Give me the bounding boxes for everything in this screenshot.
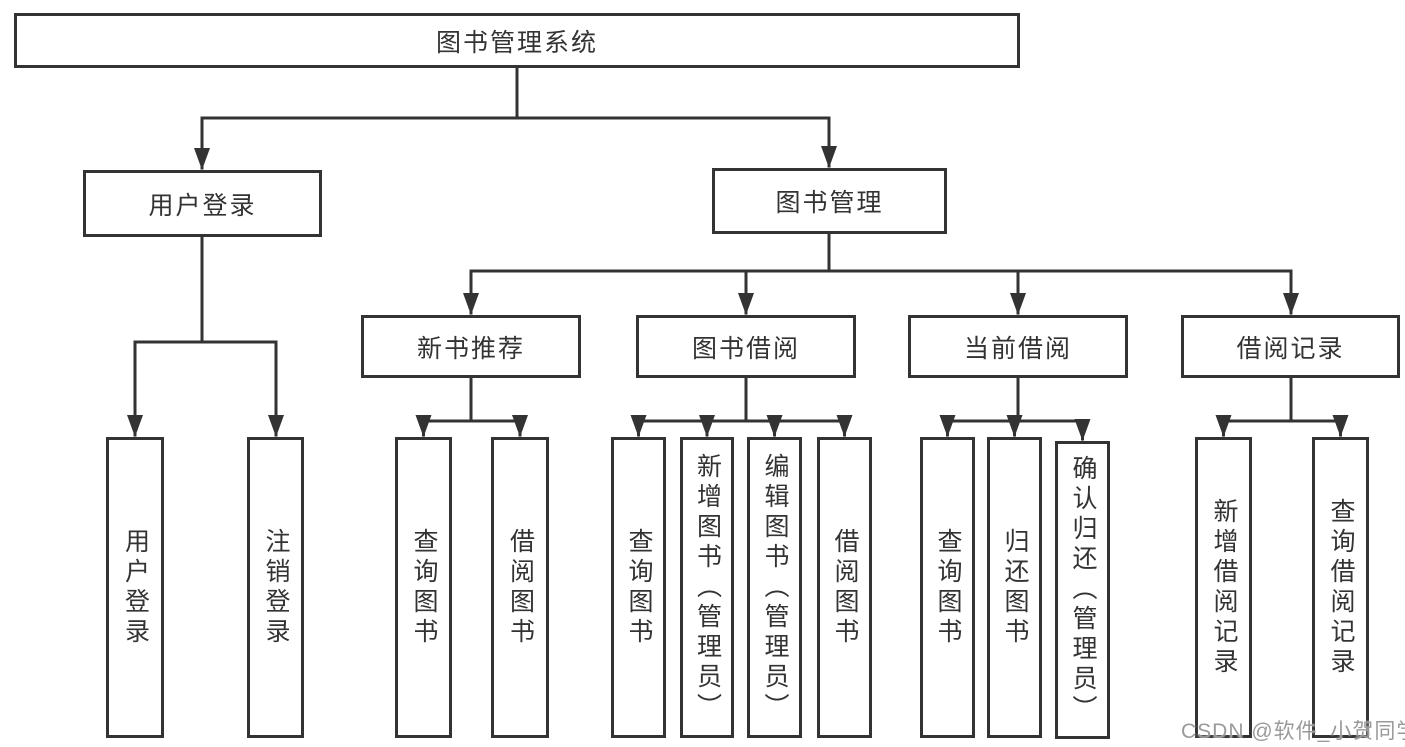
leaf-query-books-current: 查询图书 (920, 437, 975, 738)
leaf-query-books-current-label: 查询图书 (934, 527, 962, 648)
node-current-borrow-label: 当前借阅 (963, 334, 1072, 363)
leaf-add-book-admin: 新增图书（管理员） (680, 437, 734, 738)
leaf-query-books-recommend-label: 查询图书 (410, 527, 438, 648)
leaf-return-book-label: 归还图书 (1001, 527, 1029, 648)
leaf-logout: 注销登录 (247, 437, 304, 738)
node-book-borrow: 图书借阅 (636, 315, 856, 378)
csdn-watermark: CSDN @软件_小贺同学 (1181, 720, 1405, 743)
node-current-borrow: 当前借阅 (908, 315, 1128, 378)
connector-root-branch (200, 66, 831, 170)
connector-book-management-branch (469, 232, 1293, 315)
leaf-borrow-books-2-label: 借阅图书 (831, 527, 859, 648)
leaf-borrow-books-recommend-label: 借阅图书 (506, 527, 535, 648)
node-book-management-label: 图书管理 (775, 189, 884, 217)
leaf-add-book-admin-label: 新增图书（管理员） (693, 452, 722, 723)
leaf-borrow-books-2: 借阅图书 (817, 437, 872, 738)
leaf-query-books-recommend: 查询图书 (395, 437, 452, 738)
leaf-edit-book-admin-label: 编辑图书（管理员） (761, 452, 789, 723)
leaf-query-borrow-record: 查询借阅记录 (1312, 437, 1369, 738)
node-borrow-records-label: 借阅记录 (1236, 334, 1345, 363)
leaf-query-books-borrow-label: 查询图书 (625, 527, 653, 648)
leaf-user-login-label: 用户登录 (121, 527, 150, 648)
leaf-return-book: 归还图书 (987, 437, 1042, 738)
leaf-add-borrow-record-label: 新增借阅记录 (1210, 497, 1238, 678)
connector-borrow-records-branch (1222, 376, 1342, 437)
node-user-login-label: 用户登录 (148, 191, 257, 220)
leaf-add-borrow-record: 新增借阅记录 (1195, 437, 1252, 738)
leaf-query-borrow-record-label: 查询借阅记录 (1327, 497, 1355, 678)
node-library-system-label: 图书管理系统 (435, 28, 598, 57)
leaf-user-login: 用户登录 (106, 437, 164, 738)
leaf-logout-label: 注销登录 (262, 527, 290, 648)
node-user-login: 用户登录 (83, 170, 322, 237)
leaf-query-books-borrow: 查询图书 (611, 437, 666, 738)
node-book-management: 图书管理 (712, 168, 947, 234)
leaf-edit-book-admin: 编辑图书（管理员） (747, 437, 802, 738)
node-library-system: 图书管理系统 (14, 13, 1020, 68)
connector-user-login-branch (133, 235, 278, 437)
node-borrow-records: 借阅记录 (1181, 315, 1400, 378)
connector-book-borrow-branch (637, 376, 846, 437)
leaf-confirm-return-admin: 确认归还（管理员） (1055, 441, 1110, 739)
connector-new-book-branch (422, 376, 522, 437)
node-book-borrow-label: 图书借阅 (691, 334, 800, 363)
node-new-book-recommend: 新书推荐 (361, 315, 581, 378)
leaf-borrow-books-recommend: 借阅图书 (491, 437, 549, 738)
leaf-confirm-return-admin-label: 确认归还（管理员） (1069, 455, 1097, 725)
node-new-book-recommend-label: 新书推荐 (416, 334, 525, 363)
